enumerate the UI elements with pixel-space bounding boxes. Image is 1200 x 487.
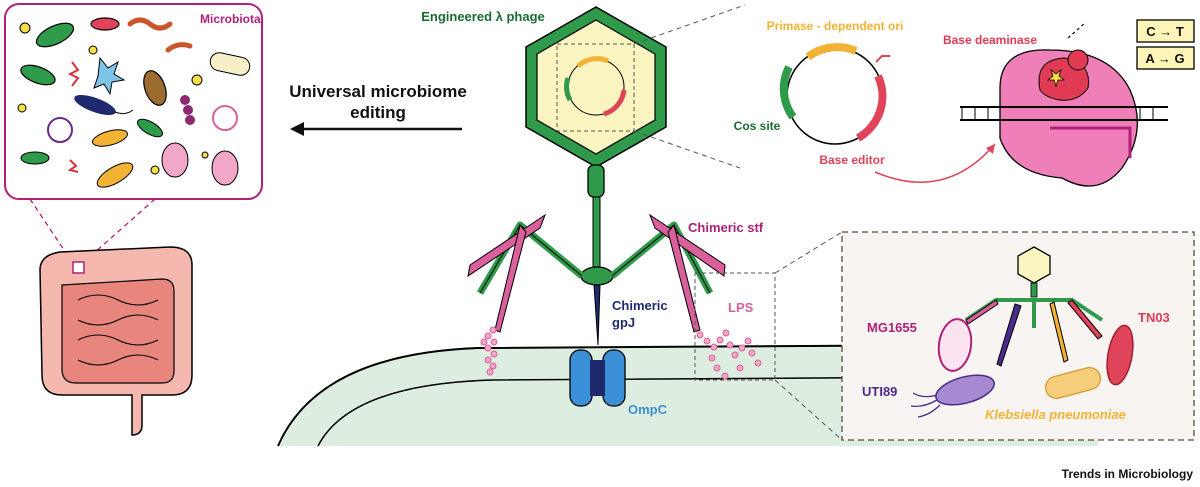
- base-deaminase-label: Base deaminase: [943, 33, 1037, 47]
- bacteria-cluster: [17, 17, 251, 188]
- engineered-phage: Engineered λ phage: [421, 6, 726, 346]
- intestine-illustration: [39, 246, 193, 436]
- chimeric-gpj-line1: Chimeric: [612, 298, 668, 313]
- lps-label: LPS: [728, 300, 754, 315]
- journal-footer: Trends in Microbiology: [1062, 467, 1194, 481]
- chimeric-gpj-line2: gpJ: [612, 315, 635, 330]
- microbiota-panel: Microbiota: [4, 3, 263, 200]
- universal-editing-callout: Universal microbiome editing: [289, 82, 467, 136]
- strain-klebsiella-label: Klebsiella pneumoniae: [985, 407, 1126, 422]
- ompc-porin: [569, 349, 626, 407]
- universal-editing-line2: editing: [350, 103, 406, 122]
- base-editor-complex: Base deaminase nCas9 C → T A → G: [943, 19, 1195, 187]
- strain-tn03-label: TN03: [1138, 310, 1170, 325]
- strain-mg1655-label: MG1655: [867, 320, 917, 335]
- host-range-panel: MG1655 TN03 UTI89 Klebsiella pneumoniae: [841, 231, 1195, 441]
- ompc-label: OmpC: [628, 402, 668, 417]
- microbiota-label: Microbiota: [200, 12, 261, 26]
- mutation-c-to-t: C → T: [1146, 24, 1184, 39]
- primase-ori-label: Primase - dependent ori: [767, 19, 904, 33]
- star-icon: [1046, 68, 1066, 88]
- strain-uti89-label: UTI89: [862, 384, 897, 399]
- ncas9-label: nCas9: [1054, 146, 1090, 160]
- lps-chains: [480, 326, 762, 380]
- base-editor-label: Base editor: [819, 153, 885, 167]
- left-arrow-icon: [290, 122, 304, 136]
- universal-editing-line1: Universal microbiome: [289, 82, 467, 101]
- chimeric-stf-label: Chimeric stf: [688, 220, 764, 235]
- plasmid-map: Primase - dependent ori Cos site Base ed…: [734, 19, 996, 183]
- engineered-phage-label: Engineered λ phage: [421, 9, 545, 24]
- mutation-a-to-g: A → G: [1145, 51, 1184, 66]
- cos-site-label: Cos site: [734, 119, 781, 133]
